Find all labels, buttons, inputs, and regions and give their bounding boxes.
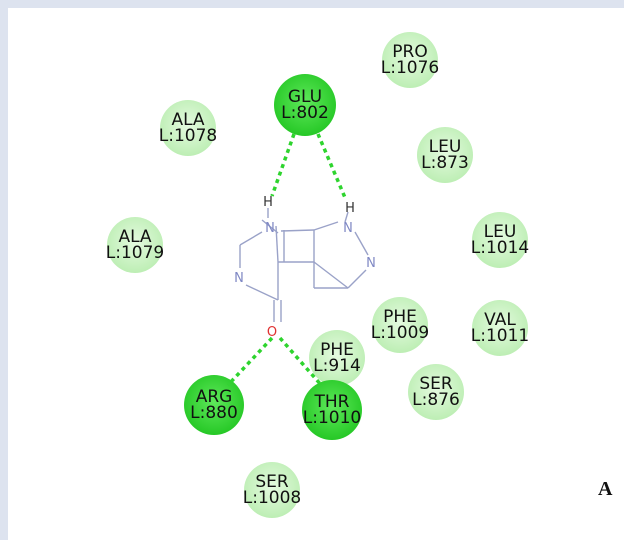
atom-label-n3: N (366, 256, 376, 271)
ligand-bond (347, 269, 367, 289)
panel-label: A (598, 478, 613, 500)
interaction-diagram: H N H N N N O PRO L:1076 GLU L:802 ALA L… (106, 32, 529, 518)
diagram-frame: H N H N N N O PRO L:1076 GLU L:802 ALA L… (8, 8, 624, 540)
residue-glu802[interactable] (274, 74, 336, 136)
residue-ala1079[interactable] (107, 217, 163, 273)
atom-label-n4: N (234, 271, 244, 286)
hbond-o1-arg880 (226, 336, 274, 387)
residue-leu873[interactable] (417, 127, 473, 183)
residue-name: PHE (320, 340, 354, 360)
residue-labels: PRO L:1076 GLU L:802 ALA L:1078 LEU L:87… (106, 42, 529, 508)
atom-label-n2: N (343, 221, 353, 236)
residue-phe914[interactable] (309, 330, 365, 386)
residue-phe1009[interactable] (372, 297, 428, 353)
ligand-bond (275, 225, 279, 263)
residue-name: VAL (484, 310, 516, 330)
residue-position: L:873 (421, 153, 469, 173)
residue-arg880[interactable] (184, 375, 244, 435)
residue-position: L:1011 (471, 326, 529, 346)
atom-label-h2: H (345, 201, 355, 216)
residue-position: L:914 (313, 356, 361, 376)
ligand-atom-labels: H N H N N N O (234, 195, 376, 340)
residue-position: L:1010 (303, 408, 361, 428)
residue-name: LEU (484, 222, 517, 242)
residue-pro1076[interactable] (382, 32, 438, 88)
residue-name: SER (419, 374, 453, 394)
residue-ser876[interactable] (408, 364, 464, 420)
hbond-glu802-h2 (316, 133, 348, 201)
residue-name: SER (255, 472, 289, 492)
residue-name: PRO (392, 42, 427, 62)
residue-position: L:1079 (106, 243, 164, 263)
hbond-glu802-h1 (270, 133, 296, 197)
residue-position: L:1078 (159, 126, 217, 146)
residue-position: L:880 (190, 403, 238, 423)
residue-name: ALA (118, 227, 151, 247)
ligand-bond (313, 261, 349, 289)
ligand-bond (245, 284, 279, 301)
residue-ala1078[interactable] (160, 100, 216, 156)
ligand-bond (313, 221, 339, 231)
residue-position: L:1014 (471, 238, 529, 258)
residue-name: THR (314, 392, 350, 412)
residue-position: L:876 (412, 390, 460, 410)
residue-disks (107, 32, 528, 518)
residue-name: ARG (196, 387, 233, 407)
residue-position: L:1076 (381, 58, 439, 78)
ligand-bond (344, 211, 349, 223)
residue-name: PHE (383, 307, 417, 327)
ligand-bond (239, 231, 263, 246)
atom-label-h1: H (263, 195, 273, 210)
ligand-bond (261, 219, 279, 234)
atom-label-o1: O (267, 325, 277, 340)
residue-position: L:1009 (371, 323, 429, 343)
hydrogen-bond-lines (226, 133, 348, 388)
residue-leu1014[interactable] (472, 212, 528, 268)
ligand-bond (280, 229, 315, 232)
residue-name: LEU (429, 137, 462, 157)
hbond-o1-thr1010 (278, 336, 324, 388)
residue-name: ALA (171, 110, 204, 130)
residue-position: L:802 (281, 103, 329, 123)
residue-position: L:1008 (243, 488, 301, 508)
residue-ser1008[interactable] (244, 462, 300, 518)
ligand-bond (354, 231, 369, 256)
residue-name: GLU (288, 87, 322, 107)
residue-val1011[interactable] (472, 300, 528, 356)
residue-thr1010[interactable] (302, 380, 362, 440)
ligand-structure (239, 208, 369, 322)
atom-label-n1: N (265, 221, 275, 236)
